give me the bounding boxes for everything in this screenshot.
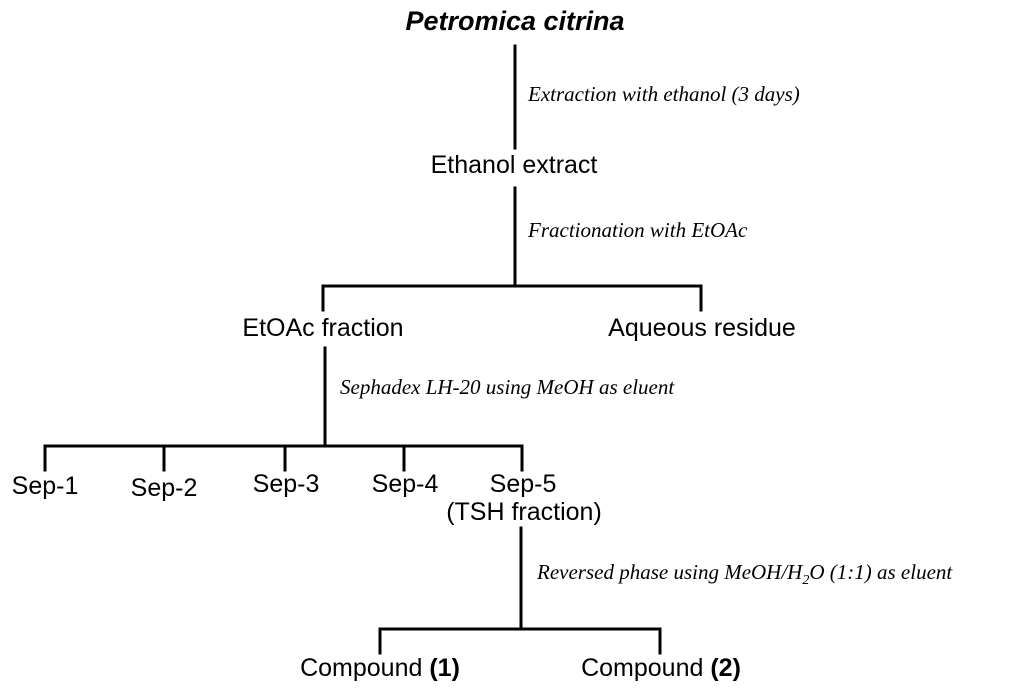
step-sephadex: Sephadex LH-20 using MeOH as eluent xyxy=(340,375,675,399)
step-reversed-phase: Reversed phase using MeOH/H2O (1:1) as e… xyxy=(537,562,952,588)
compound-2-number: (2) xyxy=(710,654,741,682)
step-reversed-pre: Reversed phase using MeOH/H xyxy=(537,560,803,584)
compound-2-label: Compound xyxy=(581,654,704,682)
node-etoac-fraction: EtOAc fraction xyxy=(242,314,404,342)
page-title: Petromica citrina xyxy=(405,6,625,36)
compound-1-label: Compound xyxy=(300,654,423,682)
node-compound-1: Compound (1) xyxy=(300,656,460,681)
node-sep-4: Sep-4 xyxy=(371,470,439,498)
compound-1-number: (1) xyxy=(429,654,460,682)
node-sep-1: Sep-1 xyxy=(11,472,79,500)
step-reversed-post: O (1:1) as eluent xyxy=(809,560,953,584)
node-sep-2: Sep-2 xyxy=(130,474,198,502)
node-ethanol-extract: Ethanol extract xyxy=(430,151,598,179)
step-fractionation: Fractionation with EtOAc xyxy=(528,218,748,242)
node-sep-5: Sep-5 xyxy=(489,470,557,498)
node-sep-5-note: (TSH fraction) xyxy=(446,498,602,526)
node-compound-2: Compound (2) xyxy=(581,656,741,681)
node-aqueous-residue: Aqueous residue xyxy=(608,314,796,342)
node-sep-3: Sep-3 xyxy=(252,470,320,498)
step-reversed-sub: 2 xyxy=(802,573,810,589)
step-extraction: Extraction with ethanol (3 days) xyxy=(528,82,800,106)
